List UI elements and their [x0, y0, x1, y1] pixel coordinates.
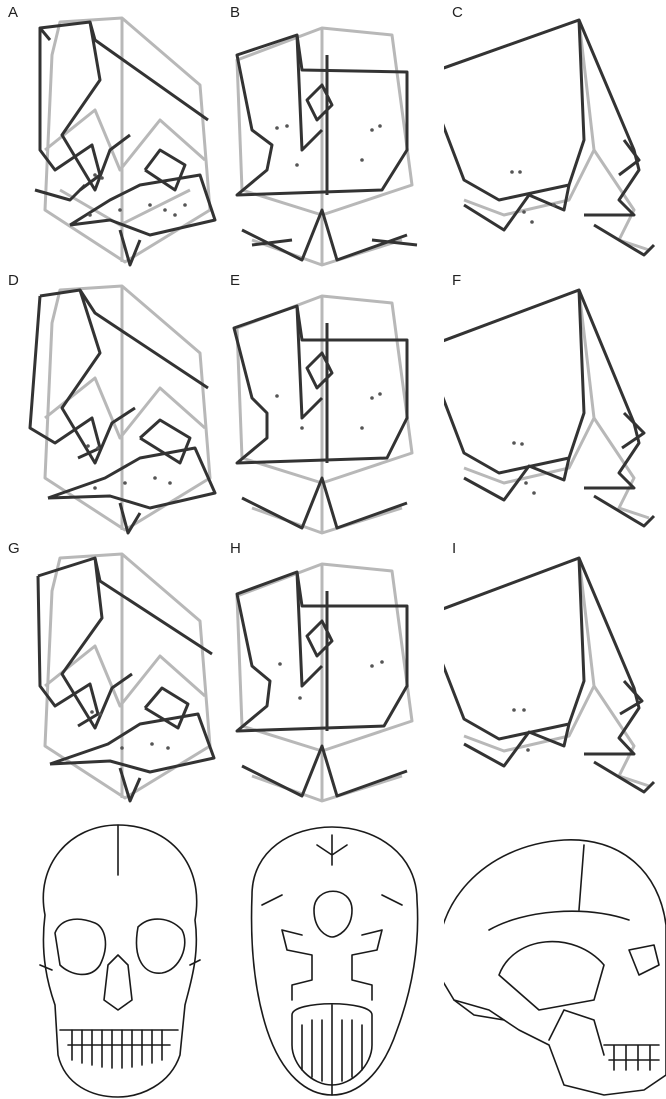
lateral-wireframe	[444, 0, 666, 268]
model-wireframe	[444, 290, 654, 526]
inferior-wireframe	[222, 268, 444, 536]
inferior-wireframe	[222, 536, 444, 804]
reference-skulls	[0, 815, 666, 1099]
panel-f: F	[444, 268, 666, 536]
panel-i: I	[444, 536, 666, 804]
lateral-wireframe	[444, 268, 666, 536]
model-wireframe	[444, 558, 654, 792]
panel-a: A	[0, 0, 222, 268]
lateral-wireframe	[444, 536, 666, 804]
skull-inferior-view	[222, 815, 444, 1099]
model-wireframe	[444, 20, 654, 255]
frontal-wireframe	[0, 0, 222, 268]
model-wireframe	[237, 35, 417, 260]
panel-c: C	[444, 0, 666, 268]
panel-d: D	[0, 268, 222, 536]
inferior-wireframe	[222, 0, 444, 268]
reference-wireframe	[237, 28, 412, 265]
reference-wireframe	[45, 286, 210, 530]
skull-frontal-view	[0, 815, 222, 1099]
reference-wireframe	[237, 564, 412, 801]
frontal-wireframe	[0, 268, 222, 536]
skull-lateral-view	[444, 815, 666, 1099]
reference-wireframe	[444, 558, 649, 786]
panel-e: E	[222, 268, 444, 536]
panel-g: G	[0, 536, 222, 804]
landmark-dots	[278, 660, 384, 700]
frontal-wireframe	[0, 536, 222, 804]
reference-wireframe	[237, 296, 412, 533]
panel-h: H	[222, 536, 444, 804]
panel-b: B	[222, 0, 444, 268]
